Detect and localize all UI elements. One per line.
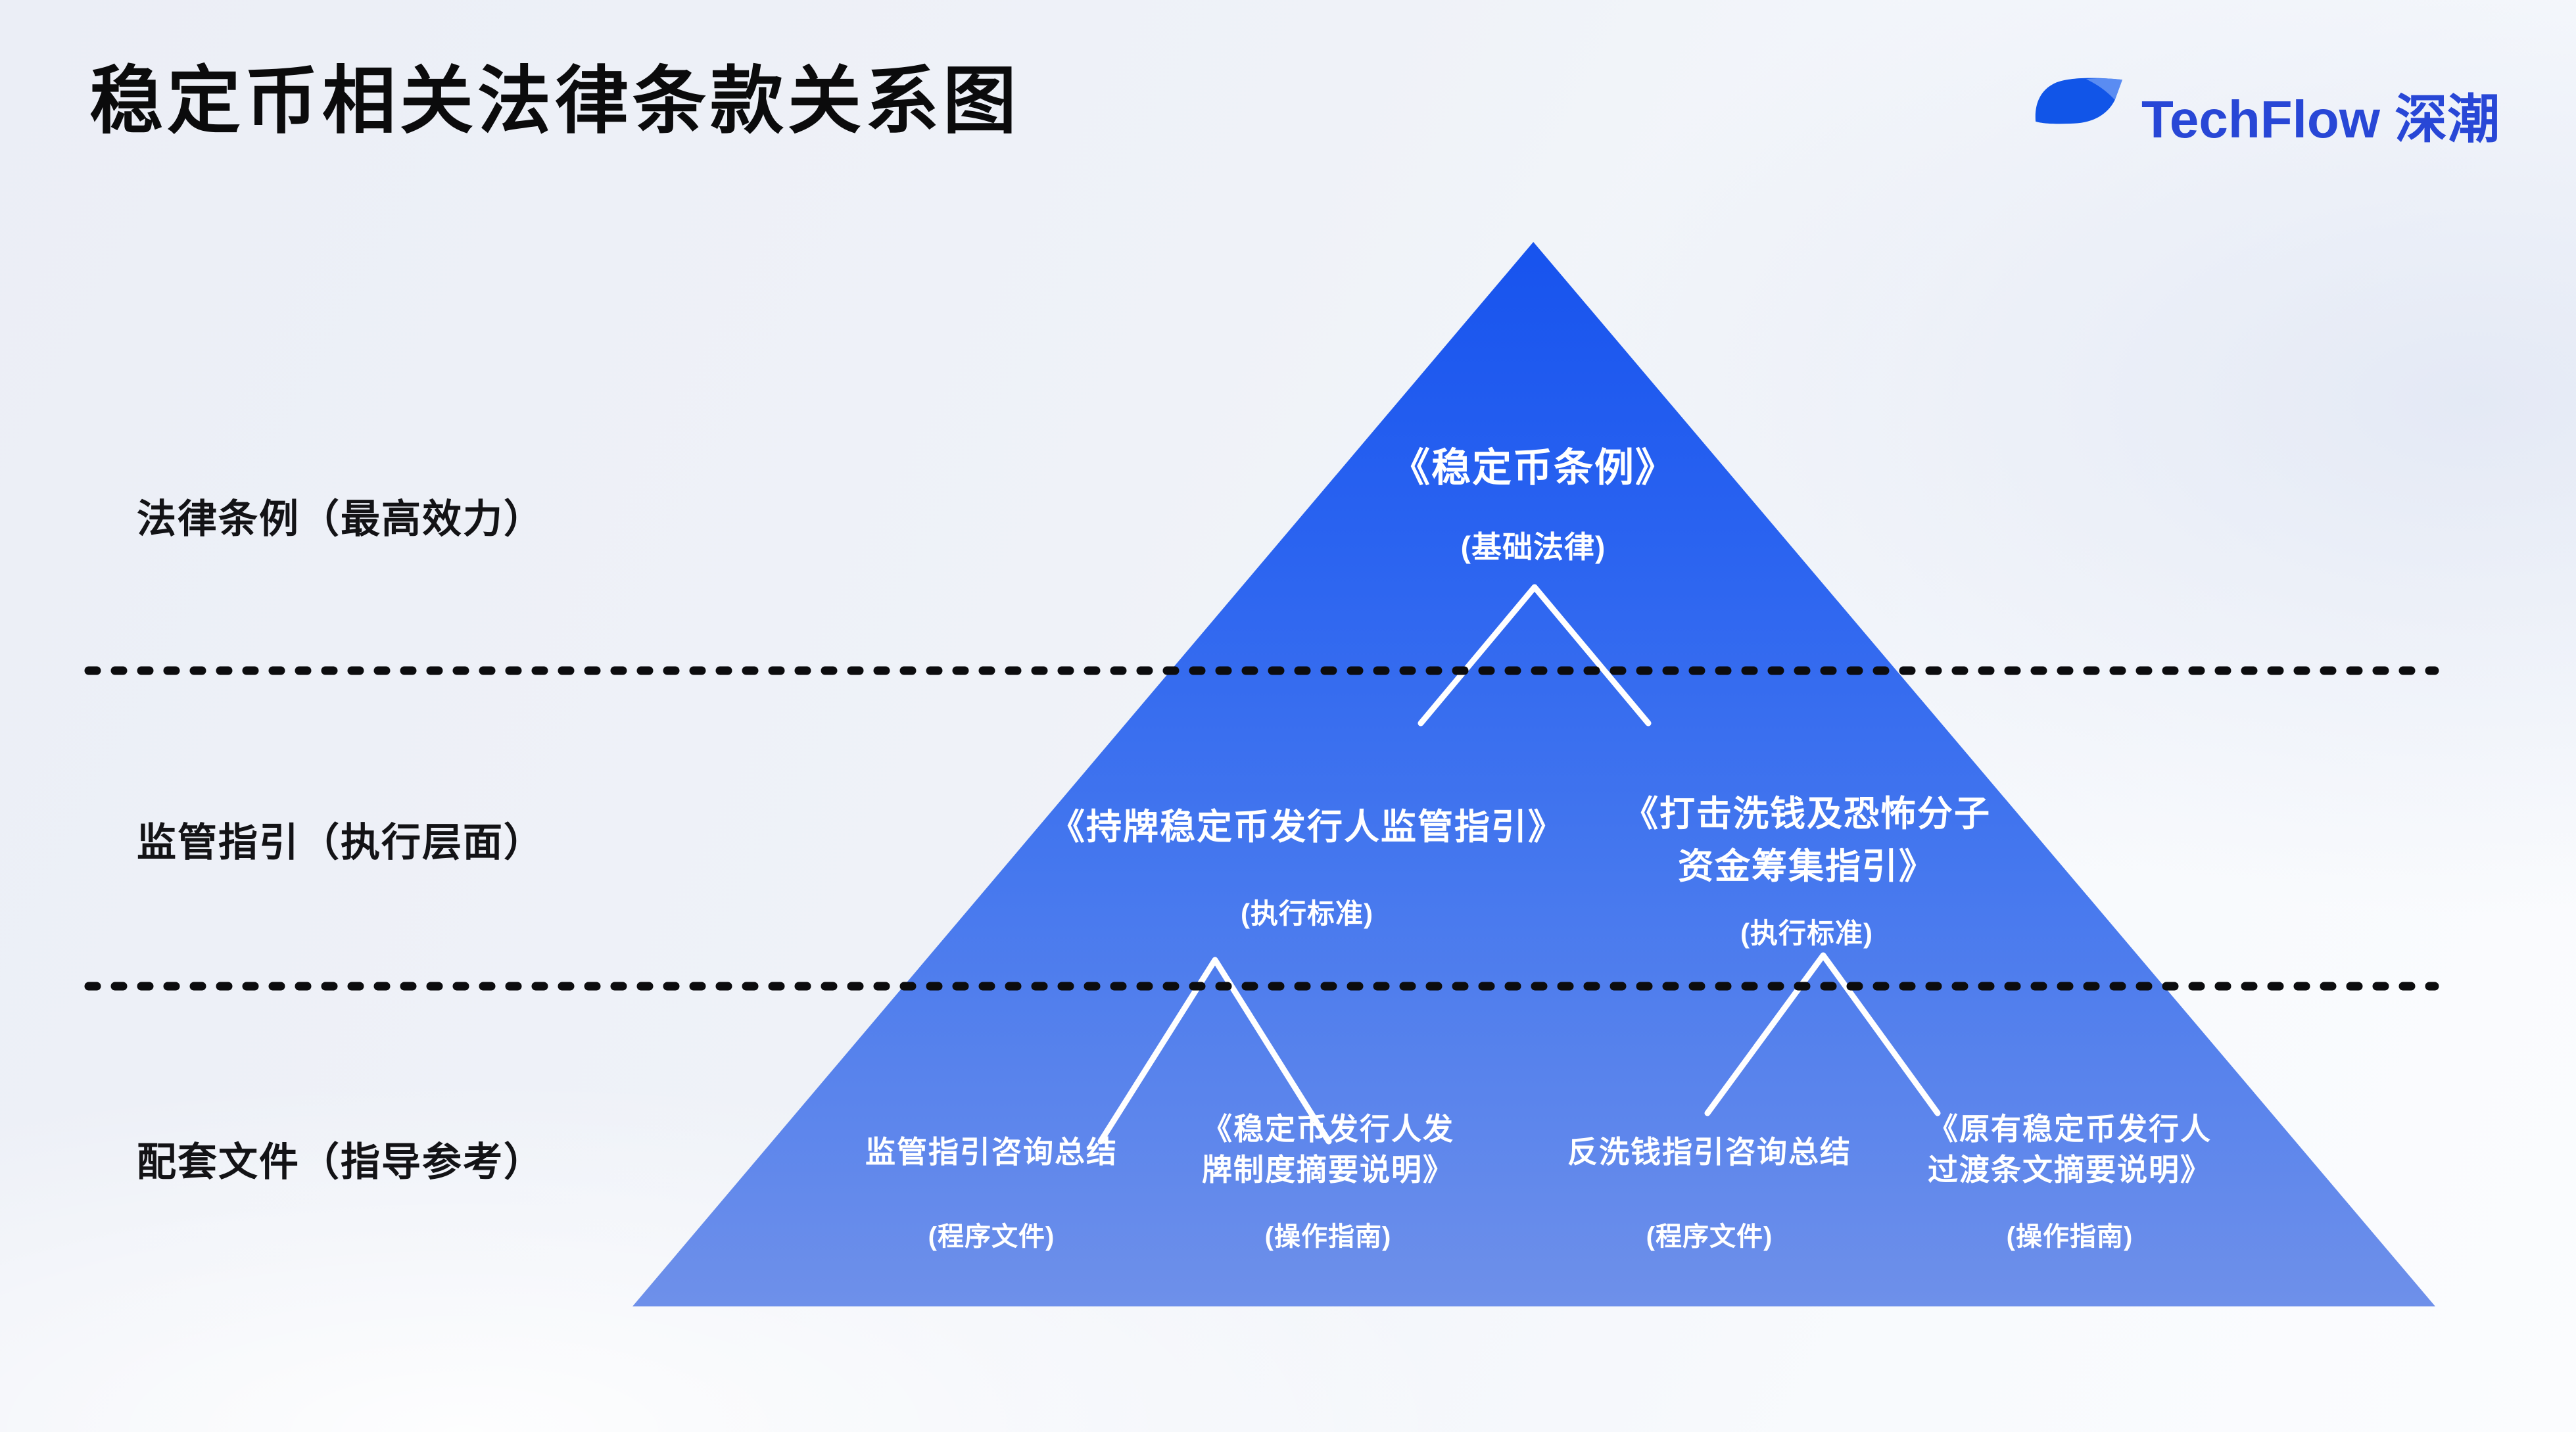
page-title: 稳定币相关法律条款关系图 [89, 60, 1020, 142]
node-subtitle: (程序文件) [928, 1222, 1055, 1251]
brand-logo: TechFlow 深潮 [2034, 77, 2500, 156]
node-licensed-issuer-guideline: 《持牌稳定币发行人监管指引》 (执行标准) [1049, 805, 1565, 932]
node-subtitle: (程序文件) [1646, 1222, 1773, 1251]
node-transitional-provisions-summary: 《原有稳定币发行人 过渡条文摘要说明》 (操作指南) [1928, 1109, 2212, 1254]
branch-connector-top [1418, 584, 1652, 727]
tier-label-supporting: 配套文件（指导参考） [137, 1140, 544, 1184]
node-title-line1: 《稳定币发行人发 [1202, 1112, 1454, 1146]
node-title: 《稳定币条例》 [1391, 446, 1676, 490]
node-stablecoin-ordinance: 《稳定币条例》 (基础法律) [1391, 443, 1676, 567]
branch-connector-mid-right [1704, 952, 1941, 1116]
node-title-line2: 过渡条文摘要说明》 [1928, 1153, 2212, 1187]
node-subtitle: (基础法律) [1460, 530, 1606, 564]
node-subtitle: (操作指南) [2006, 1222, 2134, 1251]
node-title: 监管指引咨询总结 [865, 1135, 1118, 1169]
node-title: 反洗钱指引咨询总结 [1567, 1135, 1851, 1169]
tier-label-guideline: 监管指引（执行层面） [137, 821, 544, 865]
node-guideline-consultation-summary: 监管指引咨询总结 (程序文件) [865, 1132, 1118, 1254]
node-subtitle: (执行标准) [1241, 898, 1373, 929]
brand-name: TechFlow 深潮 [2141, 90, 2500, 149]
node-title-line2: 牌制度摘要说明》 [1202, 1153, 1454, 1187]
tier-label-law: 法律条例（最高效力） [137, 497, 544, 541]
techflow-leaf-icon [2035, 78, 2122, 124]
node-aml-ctf-guideline: 《打击洗钱及恐怖分子 资金筹集指引》 (执行标准) [1623, 788, 1991, 952]
branch-connector-mid-left [1097, 957, 1332, 1145]
node-title-line1: 《打击洗钱及恐怖分子 [1623, 794, 1991, 834]
node-subtitle: (操作指南) [1264, 1222, 1392, 1251]
node-subtitle: (执行标准) [1740, 918, 1873, 949]
node-title-line2: 资金筹集指引》 [1678, 847, 1936, 886]
node-title: 《持牌稳定币发行人监管指引》 [1049, 807, 1565, 847]
node-title-line1: 《原有稳定币发行人 [1928, 1112, 2212, 1146]
node-aml-consultation-summary: 反洗钱指引咨询总结 (程序文件) [1567, 1132, 1851, 1254]
node-licensing-regime-summary: 《稳定币发行人发 牌制度摘要说明》 (操作指南) [1202, 1109, 1454, 1254]
